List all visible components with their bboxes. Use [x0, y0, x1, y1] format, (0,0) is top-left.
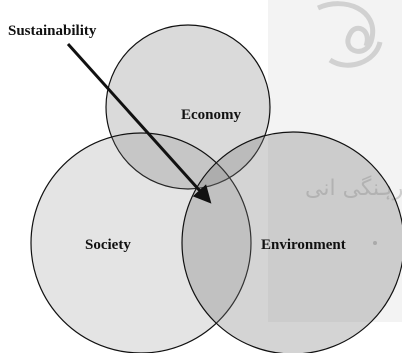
sustainability-arrow — [66, 42, 212, 204]
economy-label: Economy — [181, 107, 242, 123]
environment-label: Environment — [261, 237, 346, 253]
watermark-text: ات فرہنگی انی — [305, 175, 402, 201]
environment-dot — [373, 241, 377, 245]
economy-circle — [105, 24, 271, 190]
sustainability-label: Sustainability — [8, 23, 97, 39]
environment-circle — [181, 131, 402, 353]
background-panel — [268, 0, 402, 322]
watermark-logo — [316, 1, 383, 68]
society-label: Society — [85, 237, 131, 253]
